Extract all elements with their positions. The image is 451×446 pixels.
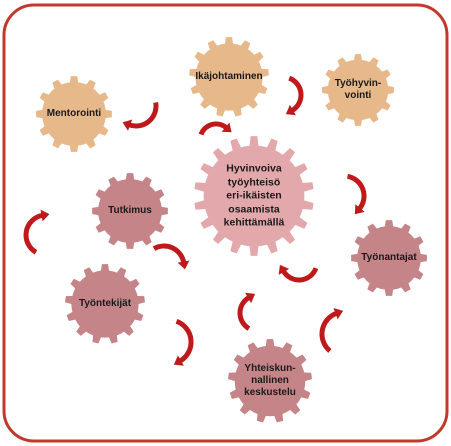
curved-arrow-10 — [319, 310, 338, 353]
arrowhead-3 — [221, 122, 232, 133]
curved-arrow-1 — [128, 102, 159, 129]
curved-arrow-4 — [346, 173, 367, 211]
curved-arrow-7 — [152, 243, 187, 264]
gear-tyonantajat — [351, 220, 427, 296]
arrowhead-7 — [177, 260, 190, 270]
arrowhead-5 — [278, 264, 290, 275]
curved-arrow-2 — [288, 75, 304, 113]
curved-arrow-3 — [198, 121, 228, 136]
arrowhead-6 — [40, 209, 50, 222]
gear-center — [194, 136, 314, 256]
gear-ikajohtaminen — [189, 37, 269, 117]
gear-tutkimus — [92, 173, 168, 249]
curved-arrow-6 — [23, 212, 44, 255]
gear-label-ikajohtaminen: Ikäjohtaminen — [195, 71, 263, 82]
curved-arrow-9 — [175, 318, 194, 364]
gear-yhteiskunnallinen — [228, 339, 312, 423]
arrowhead-1 — [122, 119, 133, 131]
gear-label-tyontekijat: Työntekijät — [78, 298, 132, 309]
gear-label-center: Hyvinvoiva työyhteisö eri-ikäisten osaam… — [223, 162, 285, 229]
arrowhead-10 — [333, 308, 344, 320]
arrowhead-8 — [245, 292, 256, 304]
gear-label-mentorointi: Mentorointi — [46, 108, 102, 119]
gear-mentorointi — [36, 76, 112, 152]
gear-tyontekijat — [65, 264, 145, 344]
arrowhead-2 — [285, 104, 296, 116]
gear-label-tutkimus: Tutkimus — [108, 205, 152, 216]
curved-arrow-5 — [281, 267, 319, 283]
gear-label-tyohyvinvointi: Työhyvin- vointi — [334, 78, 382, 101]
gear-label-tyonantajat: Työnantajat — [361, 252, 417, 263]
gear-tyohyvinvointi — [322, 54, 394, 126]
curved-arrow-8 — [237, 295, 251, 331]
gear-label-yhteiskunnallinen: Yhteiskun- nallinen keskustelu — [244, 363, 296, 398]
arrowhead-9 — [173, 355, 184, 366]
arrowhead-4 — [354, 204, 365, 215]
